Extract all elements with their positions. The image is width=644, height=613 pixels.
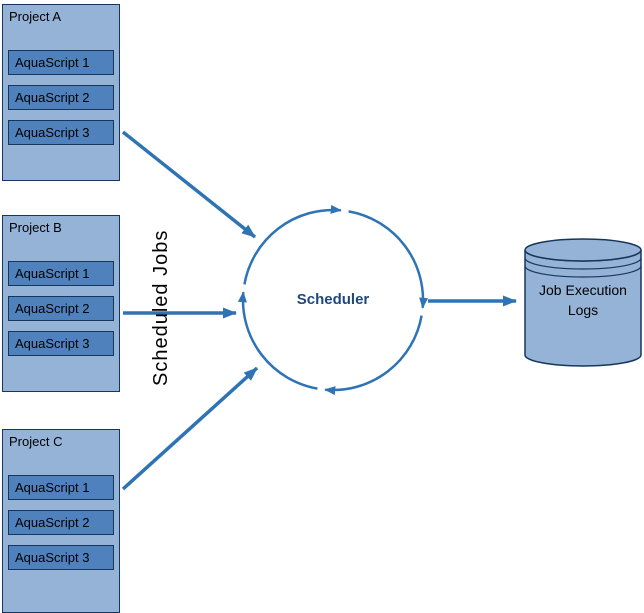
scheduler-label: Scheduler [296,291,370,308]
arrow-project-a-to-scheduler [121,130,257,239]
script-item: AquaScript 2 [8,85,114,110]
script-item: AquaScript 1 [8,50,114,75]
cycle-arc-bottom [324,315,423,396]
project-title: Project A [9,9,62,24]
cycle-arc-left [237,291,318,390]
cylinder-rim-line [524,265,642,278]
script-item: AquaScript 3 [8,331,114,356]
script-item: AquaScript 3 [8,545,114,570]
project-title: Project B [9,220,62,235]
scheduler-cycle [237,204,429,396]
cycle-arc-right [348,210,429,309]
script-item: AquaScript 1 [8,475,114,500]
script-item: AquaScript 2 [8,296,114,321]
project-c-box: Project C AquaScript 1 AquaScript 2 Aqua… [2,429,120,613]
cylinder-top [524,238,642,262]
script-item: AquaScript 3 [8,120,114,145]
script-item: AquaScript 2 [8,510,114,535]
script-item: AquaScript 1 [8,261,114,286]
project-a-box: Project A AquaScript 1 AquaScript 2 Aqua… [2,4,120,181]
database-cylinder [524,238,642,367]
cycle-arc-top [243,204,342,285]
database-label: Job Execution Logs [539,282,627,318]
project-title: Project C [9,434,63,449]
cylinder-rim-line [524,257,642,270]
scheduled-jobs-label: Scheduled Jobs [150,229,172,387]
project-b-box: Project B AquaScript 1 AquaScript 2 Aqua… [2,215,120,392]
arrow-project-c-to-scheduler [121,366,259,491]
